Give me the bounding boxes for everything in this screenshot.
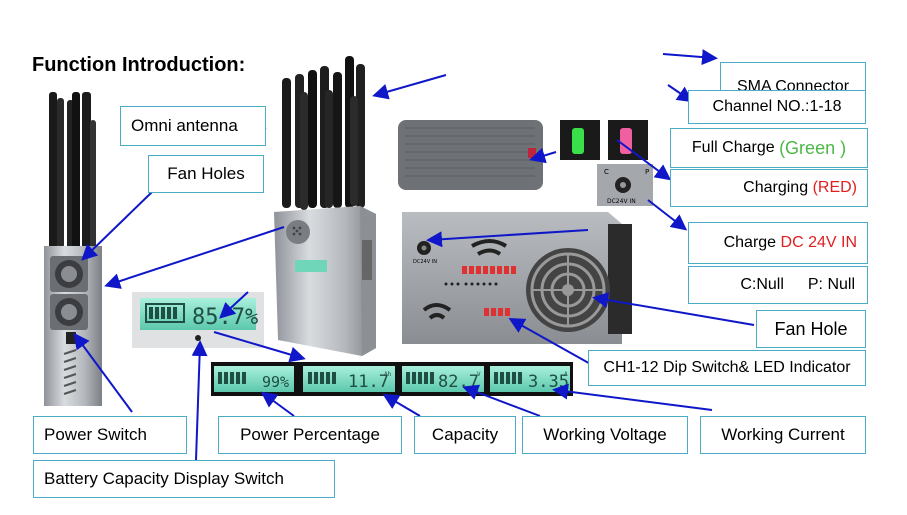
side-device-body	[44, 246, 102, 406]
main-lcd-readout: 85.7%	[192, 305, 258, 330]
label-c-p-null: C:Null P: Null	[688, 266, 868, 304]
lcd-percentage: 99%	[262, 373, 289, 391]
top-view-device	[398, 120, 543, 190]
label-capacity: Capacity	[414, 416, 516, 454]
svg-text:P: P	[645, 168, 649, 176]
label-working-current: Working Current	[700, 416, 866, 454]
label-charge-dc: Charge DC 24V IN	[688, 222, 868, 264]
main-lcd-panel: 85.7%	[132, 292, 264, 348]
led-thumbnails	[560, 120, 648, 160]
page-title: Function Introduction:	[32, 54, 246, 76]
label-dip-switch: CH1-12 Dip Switch& LED Indicator	[588, 350, 866, 386]
charge-port-thumbnail: C P DC24V IN	[597, 164, 653, 206]
lcd-current: 3.35	[528, 372, 569, 392]
label-fan-holes: Fan Holes	[148, 155, 264, 193]
svg-text:Ah: Ah	[384, 371, 392, 378]
label-channel-no: Channel NO.:1-18	[688, 90, 866, 124]
lcd-capacity: 11.7	[348, 372, 389, 392]
label-power-percentage: Power Percentage	[218, 416, 402, 454]
label-omni-antenna: Omni antenna	[120, 106, 266, 146]
front-device-antennas	[282, 56, 365, 210]
side-device-antennas	[49, 92, 96, 252]
front-device-body	[274, 206, 376, 356]
svg-text:A: A	[564, 371, 568, 378]
label-working-voltage: Working Voltage	[522, 416, 688, 454]
svg-text:C: C	[604, 168, 609, 176]
svg-text:DC24V IN: DC24V IN	[413, 259, 437, 265]
lcd-strip: 99% 11.7 Ah 82.7 V 3.35 A	[211, 362, 573, 396]
label-battery-capacity-switch: Battery Capacity Display Switch	[33, 460, 335, 498]
back-panel-device: DC24V IN	[402, 212, 632, 344]
label-charging: Charging (RED)	[670, 169, 868, 207]
svg-text:V: V	[477, 371, 481, 378]
svg-text:DC24V IN: DC24V IN	[607, 198, 636, 205]
lcd-voltage: 82.7	[438, 372, 479, 392]
label-fan-hole: Fan Hole	[756, 310, 866, 348]
label-power-switch: Power Switch	[33, 416, 187, 454]
label-full-charge: Full Charge (Green )	[670, 128, 868, 168]
